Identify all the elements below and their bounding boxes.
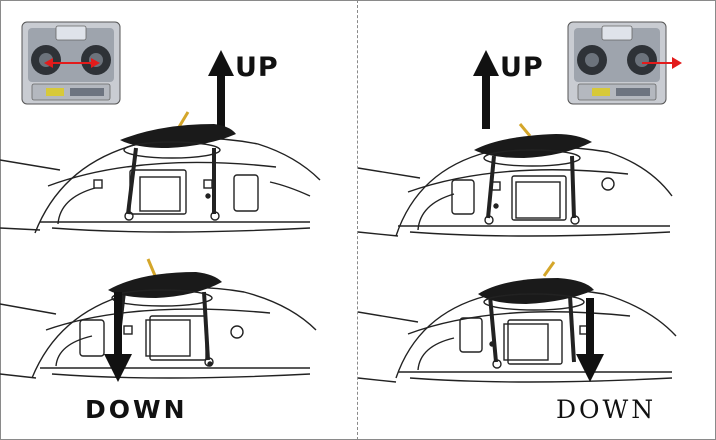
helicopter-lower — [358, 262, 676, 382]
right-panel: UP DOWN — [358, 0, 715, 440]
up-label: UP — [500, 52, 544, 83]
down-label: DOWN — [556, 395, 656, 424]
left-panel: UP DOWN — [0, 0, 357, 440]
up-arrow — [473, 50, 499, 129]
down-label: DOWN — [85, 395, 188, 424]
down-arrow — [576, 298, 604, 382]
up-label: UP — [235, 52, 279, 83]
up-arrow — [208, 50, 234, 129]
rotor-head-lower — [478, 278, 594, 304]
